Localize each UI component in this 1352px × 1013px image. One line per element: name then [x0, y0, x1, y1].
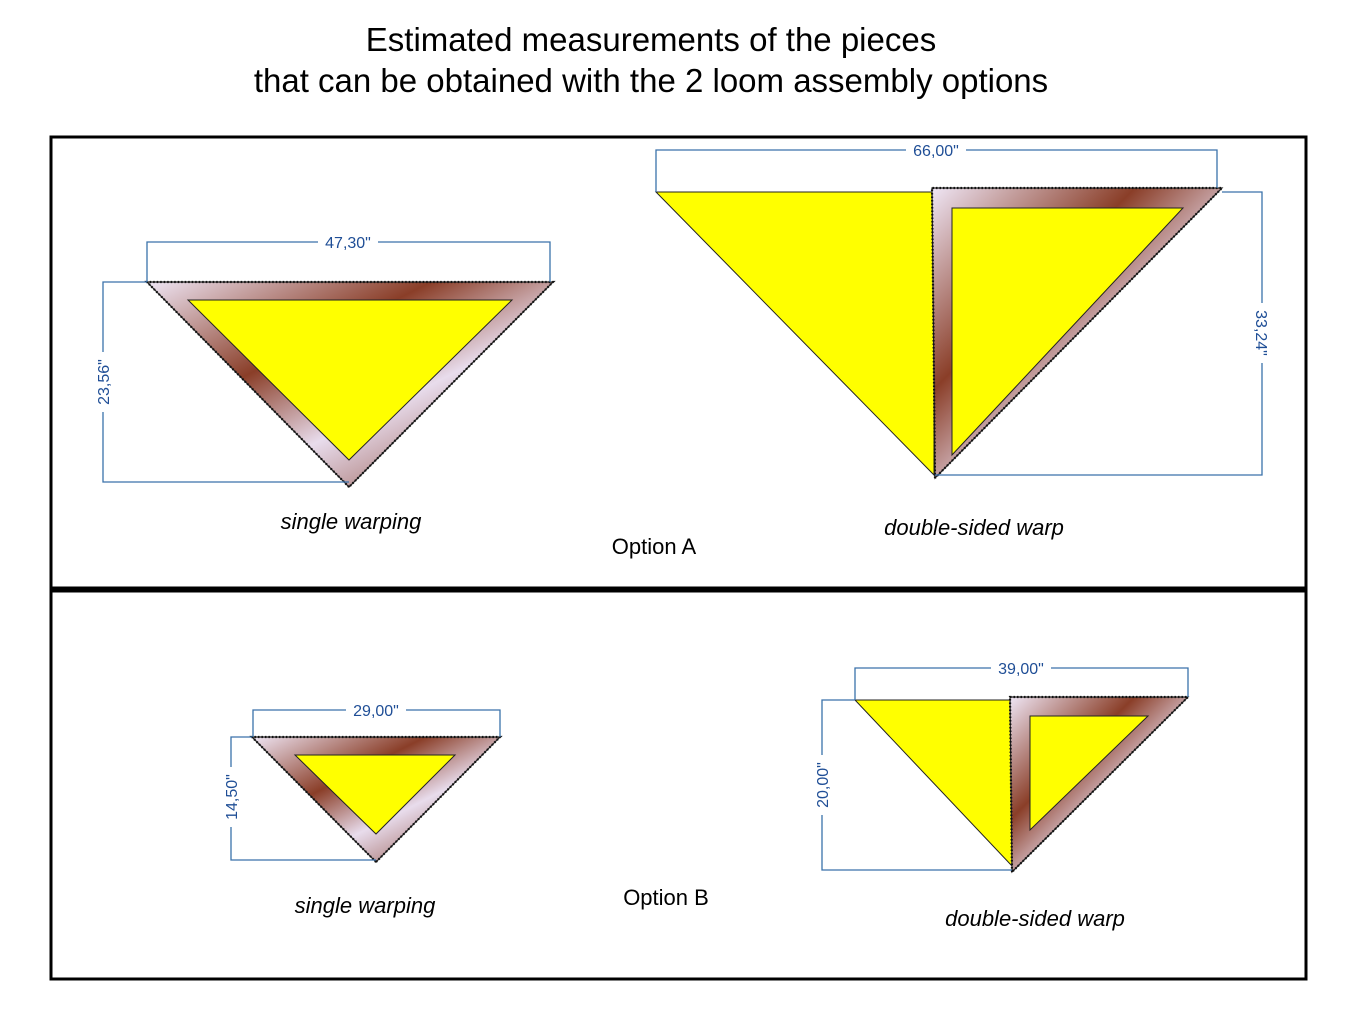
option-a-double-piece: 66,00" 33,24"	[654, 141, 1271, 480]
woven-piece-inner	[1029, 715, 1150, 832]
height-dimension: 20,00"	[815, 762, 832, 808]
width-dimension: 39,00"	[998, 661, 1044, 678]
width-dimension: 66,00"	[913, 143, 959, 160]
option-a-single-piece: 47,30" 23,56"	[94, 233, 556, 488]
option-b-single-piece: 29,00" 14,50"	[222, 701, 503, 863]
loom-teeth	[144, 280, 556, 488]
woven-piece-outer	[853, 699, 1013, 868]
option-b-single-caption: single warping	[295, 893, 436, 918]
option-b-panel	[49, 589, 1308, 981]
woven-piece-outer	[654, 191, 935, 477]
option-a-label: Option A	[612, 534, 697, 559]
woven-piece-inner	[951, 207, 1185, 457]
loom-teeth	[249, 735, 503, 863]
option-b-double-caption: double-sided warp	[945, 906, 1125, 931]
title-line-2: that can be obtained with the 2 loom ass…	[254, 62, 1048, 99]
width-dimension: 29,00"	[353, 703, 399, 720]
option-b-double-piece: 39,00" 20,00"	[813, 659, 1191, 874]
option-b-label: Option B	[623, 885, 709, 910]
title-line-1: Estimated measurements of the pieces	[366, 21, 936, 58]
woven-piece	[186, 299, 514, 461]
height-dimension: 14,50"	[224, 774, 241, 820]
height-dimension: 23,56"	[96, 359, 113, 405]
loom-teeth	[930, 186, 1225, 479]
option-a-panel	[49, 135, 1308, 590]
height-dimension: 33,24"	[1252, 310, 1269, 356]
loom-teeth	[1008, 695, 1191, 873]
woven-piece	[293, 754, 457, 835]
option-a-single-caption: single warping	[281, 509, 422, 534]
option-a-double-caption: double-sided warp	[884, 515, 1064, 540]
width-dimension: 47,30"	[325, 235, 371, 252]
